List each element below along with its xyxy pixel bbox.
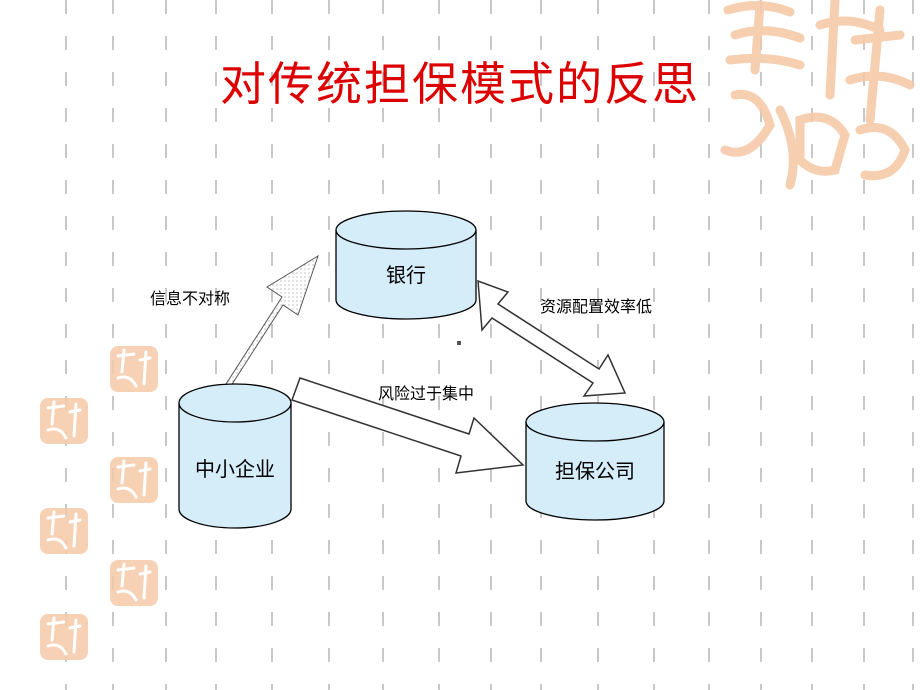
arrow-bank-guarantee xyxy=(477,279,627,397)
resource-efficiency-label: 资源配置效率低 xyxy=(540,297,652,316)
dashed-grid-lines xyxy=(65,0,914,690)
arrow-sme-to-bank xyxy=(196,254,319,407)
sme-label: 中小企业 xyxy=(195,457,275,481)
guarantee-company-cylinder xyxy=(525,402,665,521)
arrow-sme-to-guarantee xyxy=(291,377,525,474)
calligraphy-decoration-large xyxy=(720,0,915,190)
bank-cylinder xyxy=(335,210,477,320)
guarantee-company-label: 担保公司 xyxy=(555,459,635,483)
risk-concentration-label: 风险过于集中 xyxy=(378,384,474,403)
slide-title: 对传统担保模式的反思 xyxy=(220,57,700,111)
seal-decoration-strokes xyxy=(46,348,152,656)
sme-cylinder xyxy=(178,383,292,529)
center-marker xyxy=(457,341,461,345)
info-asymmetry-label: 信息不对称 xyxy=(150,289,230,308)
bank-label: 银行 xyxy=(386,263,426,287)
